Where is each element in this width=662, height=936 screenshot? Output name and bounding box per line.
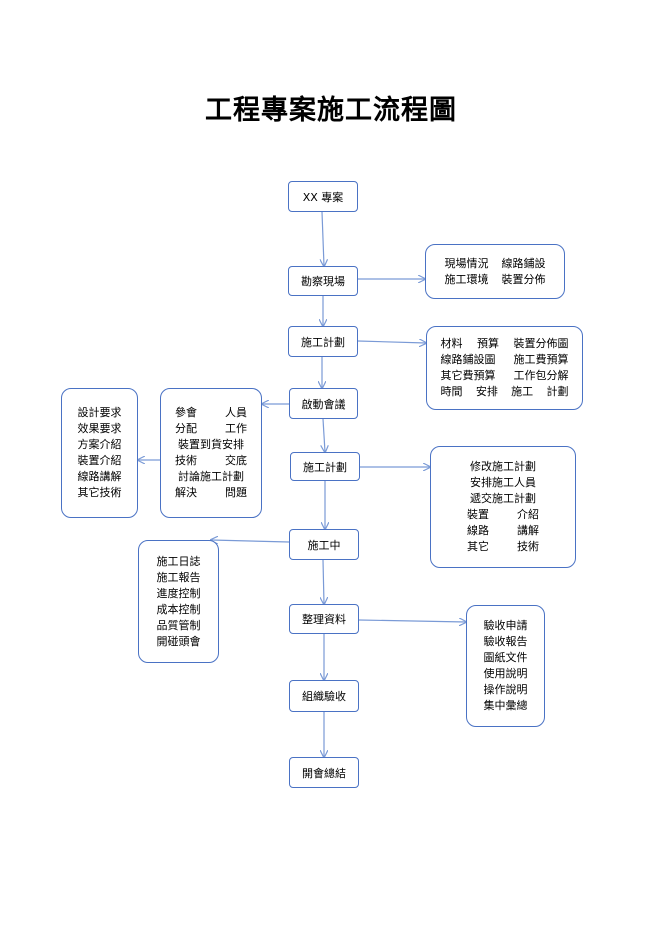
note-text: 預算 — [477, 337, 499, 350]
note-text: 圖紙文件 — [483, 651, 528, 664]
note-text: 效果要求 — [77, 422, 122, 435]
note-text: 施工 — [511, 385, 534, 398]
note-text: 講解 — [517, 524, 539, 537]
note-text: 現場情況 — [444, 256, 489, 270]
note-meeting: 參會 人員 分配 工作 裝置到貨安排 技術 交底 討論施工計劃 解決 問題 — [160, 388, 262, 518]
note-text: 品質管制 — [156, 618, 201, 632]
note-text: 裝置介紹 — [77, 454, 122, 467]
note-text: 線路鋪設 — [501, 256, 546, 270]
note-text: 裝置分佈圖 — [513, 337, 569, 350]
note-text: 材料 — [440, 337, 463, 350]
note-text: 成本控制 — [156, 602, 201, 616]
note-plan-1: 材料 預算 裝置分佈圖 線路鋪設圖 施工費預算 其它費預算 工作包分解 時間安排施工計劃 — [426, 326, 583, 410]
note-text: 施工費預算 — [513, 353, 569, 366]
step-kickoff-meeting: 啟動會議 — [289, 388, 358, 419]
note-text: 進度控制 — [156, 586, 201, 600]
note-text: 裝置到貨安排 — [178, 438, 244, 451]
note-text: 交底 — [225, 454, 247, 467]
note-text: 操作說明 — [483, 683, 528, 696]
note-text: 計劃 — [546, 385, 569, 398]
note-text: 安排 — [475, 385, 498, 398]
step-organize-data: 整理資料 — [289, 604, 359, 634]
note-text: 裝置 — [467, 508, 489, 521]
note-text: 方案介紹 — [77, 438, 122, 451]
note-text: 線路鋪設圖 — [440, 353, 496, 366]
note-text: 解決 — [175, 486, 197, 499]
note-acceptance: 驗收申請 驗收報告 圖紙文件 使用說明 操作說明 集中彙總 — [466, 605, 545, 727]
note-text: 其它技術 — [77, 486, 122, 499]
step-site-survey: 勘察現場 — [288, 266, 358, 296]
step-construction-plan-2: 施工計劃 — [290, 452, 360, 481]
note-plan-2: 修改施工計劃 安排施工人員 遞交施工計劃 裝置 介紹 線路 講解 其它 技術 — [430, 446, 576, 568]
note-text: 修改施工計劃 — [470, 460, 536, 473]
note-text: 使用說明 — [483, 667, 528, 680]
note-text: 設計要求 — [77, 406, 122, 419]
note-text: 其它 — [467, 540, 489, 553]
note-text: 介紹 — [517, 508, 539, 521]
note-text: 其它費預算 — [440, 369, 496, 382]
page-title: 工程專案施工流程圖 — [205, 95, 457, 126]
note-text: 問題 — [225, 486, 247, 499]
step-construction-plan-1: 施工計劃 — [288, 326, 358, 357]
note-text: 參會 — [175, 406, 197, 419]
note-text: 人員 — [225, 406, 247, 419]
note-text: 施工日誌 — [156, 554, 201, 568]
note-text: 技術 — [517, 540, 539, 553]
step-project: XX 專案 — [288, 181, 358, 212]
note-requirements: 設計要求 效果要求 方案介紹 裝置介紹 線路講解 其它技術 — [61, 388, 138, 518]
note-text: 驗收報告 — [483, 635, 528, 648]
note-text: 開碰頭會 — [156, 634, 201, 648]
note-text: 技術 — [175, 454, 197, 467]
step-acceptance: 組織驗收 — [289, 680, 359, 712]
arrow-meeting-to-plan2 — [323, 418, 325, 452]
note-text: 線路講解 — [77, 470, 122, 483]
arrow-progress-to-note — [211, 540, 290, 542]
arrow-project-to-survey — [322, 211, 324, 266]
note-text: 分配 — [175, 422, 197, 435]
arrow-organize-to-note — [358, 620, 466, 622]
note-progress: 施工日誌 施工報告 進度控制 成本控制 品質管制 開碰頭會 — [138, 540, 219, 663]
note-text: 時間 — [440, 385, 463, 398]
note-text: 施工報告 — [156, 570, 201, 584]
note-text: 施工環境 — [444, 272, 489, 286]
note-text: 遞交施工計劃 — [470, 492, 536, 505]
arrow-progress-to-organize — [323, 559, 324, 604]
note-text: 安排施工人員 — [470, 476, 536, 489]
note-text: 線路 — [467, 524, 489, 537]
note-text: 驗收申請 — [483, 619, 528, 632]
note-text: 工作 — [225, 422, 247, 435]
step-in-construction: 施工中 — [289, 529, 359, 560]
note-survey: 現場情況線路鋪設 施工環境裝置分佈 — [425, 244, 565, 299]
arrow-plan1-to-note — [357, 341, 426, 343]
note-text: 討論施工計劃 — [178, 470, 244, 483]
note-text: 工作包分解 — [513, 369, 569, 382]
step-summary-meeting: 開會總結 — [289, 757, 359, 788]
note-text: 裝置分佈 — [501, 272, 546, 286]
note-text: 集中彙總 — [483, 699, 528, 712]
